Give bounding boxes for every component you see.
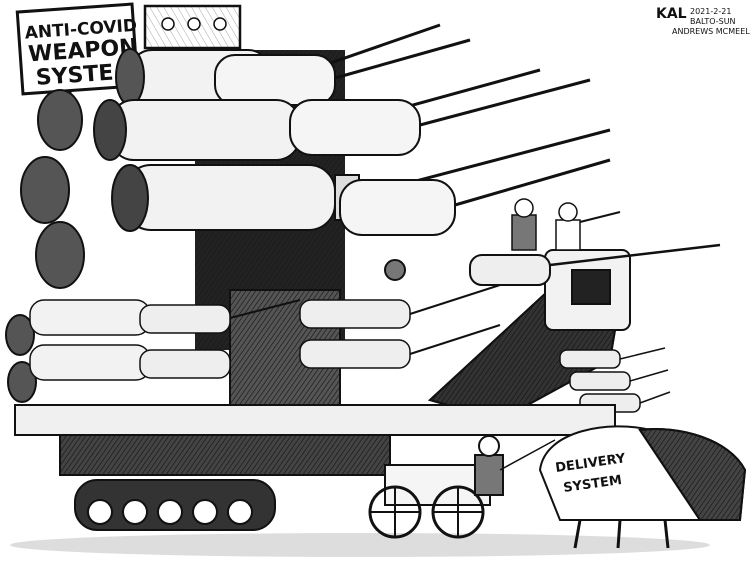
signature-publication: BALTO-SUN [690,17,736,26]
ground-shadow [10,533,710,557]
small-syringe-bank [29,284,501,381]
large-syringes [93,23,611,236]
delivery-animal [538,425,747,549]
syringe [289,78,591,156]
syringe [339,158,611,236]
plunger-disks [5,89,85,403]
observation-box [143,4,242,50]
syringe [93,68,541,161]
right-syringe-bank [559,347,671,413]
launcher-arm [384,243,721,422]
signature-artist: KAL [656,6,687,22]
weapon-system-sign: ANTI-COVID 19 WEAPON SYSTE [15,2,167,130]
horse-cart [368,435,556,539]
signature-block: KAL 2021-2-21 BALTO-SUN ANDREWS MCMEEL [656,6,750,36]
signature-date: 2021-2-21 [690,7,731,16]
officers [511,198,621,251]
sign-line-3: SYSTE [35,61,114,91]
signature-syndicate: ANDREWS MCMEEL [672,27,750,36]
tank-base [14,404,616,531]
